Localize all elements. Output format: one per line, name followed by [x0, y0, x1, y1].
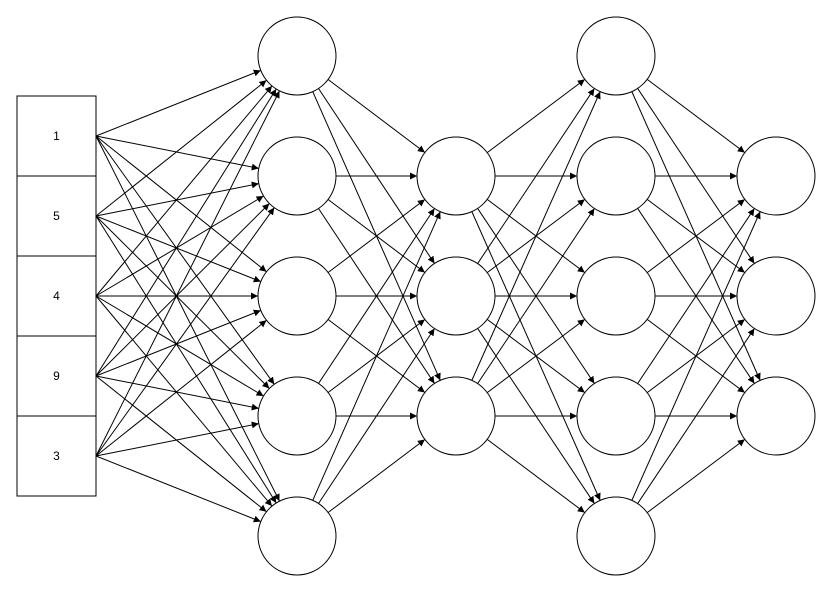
neuron-layer-1-3 — [257, 256, 337, 336]
edge-input-2-to-n1-5 — [95, 215, 277, 504]
edge-input-1-to-n1-2 — [95, 135, 259, 171]
neuron-layer-3-1 — [576, 16, 656, 96]
edge-input-4-to-n1-5 — [95, 375, 267, 513]
input-value-4: 9 — [53, 369, 60, 383]
edge-input-5-to-n1-3 — [95, 319, 267, 457]
input-cell-1 — [16, 95, 97, 177]
input-value-1: 1 — [53, 129, 60, 143]
connections — [95, 69, 761, 523]
neuron-layer-2-1 — [416, 136, 496, 216]
neuron-layer-4-2 — [736, 256, 816, 336]
edge-input-4-to-n1-1 — [95, 88, 277, 377]
edge-input-4-to-n1-4 — [95, 375, 259, 411]
input-value-2: 5 — [53, 209, 60, 223]
edge-input-2-to-n1-3 — [95, 215, 261, 283]
edge-l3n5-to-l4n1 — [631, 211, 761, 501]
edge-l2n2-to-l3n1 — [477, 88, 595, 264]
edge-l2n3-to-l3n3 — [486, 318, 586, 394]
input-value-5: 3 — [53, 449, 60, 463]
edge-input-5-to-n1-1 — [95, 90, 280, 457]
edge-input-5-to-n1-4 — [95, 421, 259, 457]
edge-l1n1-to-l2n1 — [327, 79, 426, 153]
neuron-layer-1-4 — [257, 376, 337, 456]
neuron-layer-1-2 — [257, 136, 337, 216]
neuron-layer-3-4 — [576, 376, 656, 456]
edge-input-2-to-n1-4 — [95, 215, 270, 389]
edge-input-1-to-n1-1 — [95, 69, 261, 137]
edge-l1n3-to-l2n1 — [327, 199, 426, 273]
input-cell-2 — [16, 175, 97, 257]
edge-l3n1-to-l4n1 — [646, 79, 746, 154]
edge-l1n4-to-l2n1 — [318, 208, 435, 384]
edge-input-5-to-n1-2 — [95, 207, 275, 457]
edge-input-3-to-n1-5 — [95, 295, 273, 507]
neuron-layer-2-2 — [416, 256, 496, 336]
input-cell-4 — [16, 335, 97, 417]
edge-l2n3-to-l3n2 — [477, 208, 595, 384]
neuron-layer-2-3 — [416, 376, 496, 456]
edge-l3n4-to-l4n1 — [637, 208, 755, 384]
edge-input-1-to-n1-4 — [95, 135, 275, 385]
neuron-layer-3-3 — [576, 256, 656, 336]
edge-input-5-to-n1-5 — [95, 455, 261, 523]
input-cell-3 — [16, 255, 97, 337]
edge-input-1-to-n1-5 — [95, 135, 280, 502]
edge-l1n5-to-l2n2 — [318, 328, 435, 504]
edge-input-1-to-n1-3 — [95, 135, 267, 273]
edge-l3n3-to-l4n1 — [646, 198, 746, 274]
edge-input-3-to-n1-1 — [95, 85, 273, 297]
neuron-layer-3-2 — [576, 136, 656, 216]
neuron-layers — [257, 16, 816, 576]
edge-input-2-to-n1-1 — [95, 79, 267, 217]
input-value-3: 4 — [53, 289, 60, 303]
edge-input-4-to-n1-2 — [95, 203, 270, 377]
edge-input-3-to-n1-2 — [95, 195, 264, 297]
neuron-layer-4-3 — [736, 376, 816, 456]
neuron-layer-3-5 — [576, 496, 656, 576]
edge-l3n5-to-l4n3 — [646, 438, 746, 513]
edge-l1n5-to-l2n1 — [312, 211, 441, 501]
edge-l2n3-to-l3n5 — [486, 438, 586, 513]
neuron-layer-1-5 — [257, 496, 337, 576]
edge-l2n3-to-l3n1 — [471, 91, 601, 381]
neuron-layer-4-1 — [736, 136, 816, 216]
edge-l3n5-to-l4n2 — [637, 328, 755, 504]
edge-l1n5-to-l2n3 — [327, 439, 426, 513]
edge-input-2-to-n1-2 — [95, 181, 259, 217]
edge-input-4-to-n1-3 — [95, 309, 261, 377]
edge-input-3-to-n1-4 — [95, 295, 264, 397]
edge-l2n1-to-l3n1 — [486, 79, 586, 154]
input-column: 1 5 4 9 3 — [16, 95, 97, 497]
neuron-layer-1-1 — [257, 16, 337, 96]
input-cell-5 — [16, 415, 97, 497]
